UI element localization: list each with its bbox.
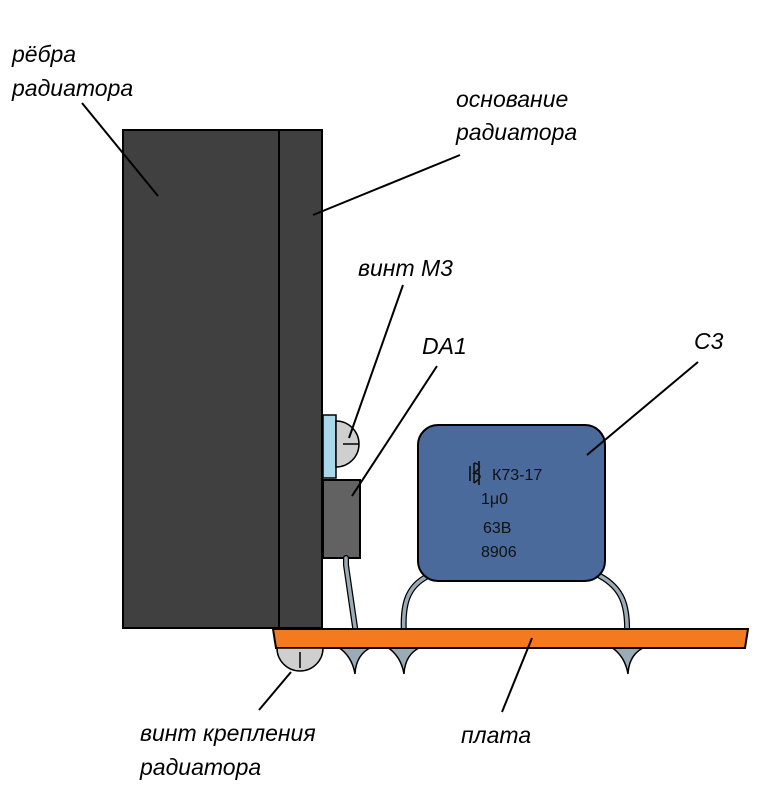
leader-base — [312, 154, 461, 216]
capacitor-logo-icon — [469, 461, 481, 485]
leader-da1 — [351, 365, 438, 497]
label-da1: DA1 — [422, 333, 467, 359]
label-base-line1: основание — [456, 86, 568, 112]
capacitor-c3 — [417, 424, 606, 582]
label-c3: С3 — [694, 328, 724, 354]
leader-fins — [81, 102, 159, 197]
leader-mount-screw — [258, 671, 292, 711]
capacitor-marking-voltage: 63В — [483, 520, 511, 537]
label-base-line2: радиатора — [455, 119, 577, 145]
leader-screw-m3 — [348, 284, 404, 439]
leader-lines — [81, 102, 699, 713]
label-mount-screw-line1: винт крепления — [140, 720, 316, 746]
heatsink-fins — [122, 129, 280, 629]
leader-board — [501, 637, 533, 713]
heatsink-base — [278, 129, 323, 629]
capacitor-lead-left-fill — [401, 574, 430, 636]
label-fins-line1: рёбра — [11, 41, 76, 67]
solder-joints — [335, 646, 646, 675]
label-fins-line2: радиатора — [11, 75, 133, 101]
label-board: плата — [461, 722, 531, 748]
label-screw-m3: винт М3 — [358, 255, 453, 281]
label-mount-screw-line2: радиатора — [139, 754, 261, 780]
capacitor-lead-right-fill — [598, 574, 629, 636]
capacitor-marking-capacitance: 1μ0 — [481, 491, 508, 508]
pcb-board — [271, 628, 750, 649]
solder-joint — [384, 646, 422, 675]
solder-joint — [335, 646, 373, 675]
capacitor-marking-type: К73-17 — [492, 467, 542, 484]
capacitor-marking-date: 8906 — [481, 544, 517, 561]
insulator-washer — [322, 414, 337, 479]
da1-lead-fill — [344, 556, 358, 636]
solder-joint — [608, 646, 646, 675]
leader-c3 — [586, 361, 699, 456]
